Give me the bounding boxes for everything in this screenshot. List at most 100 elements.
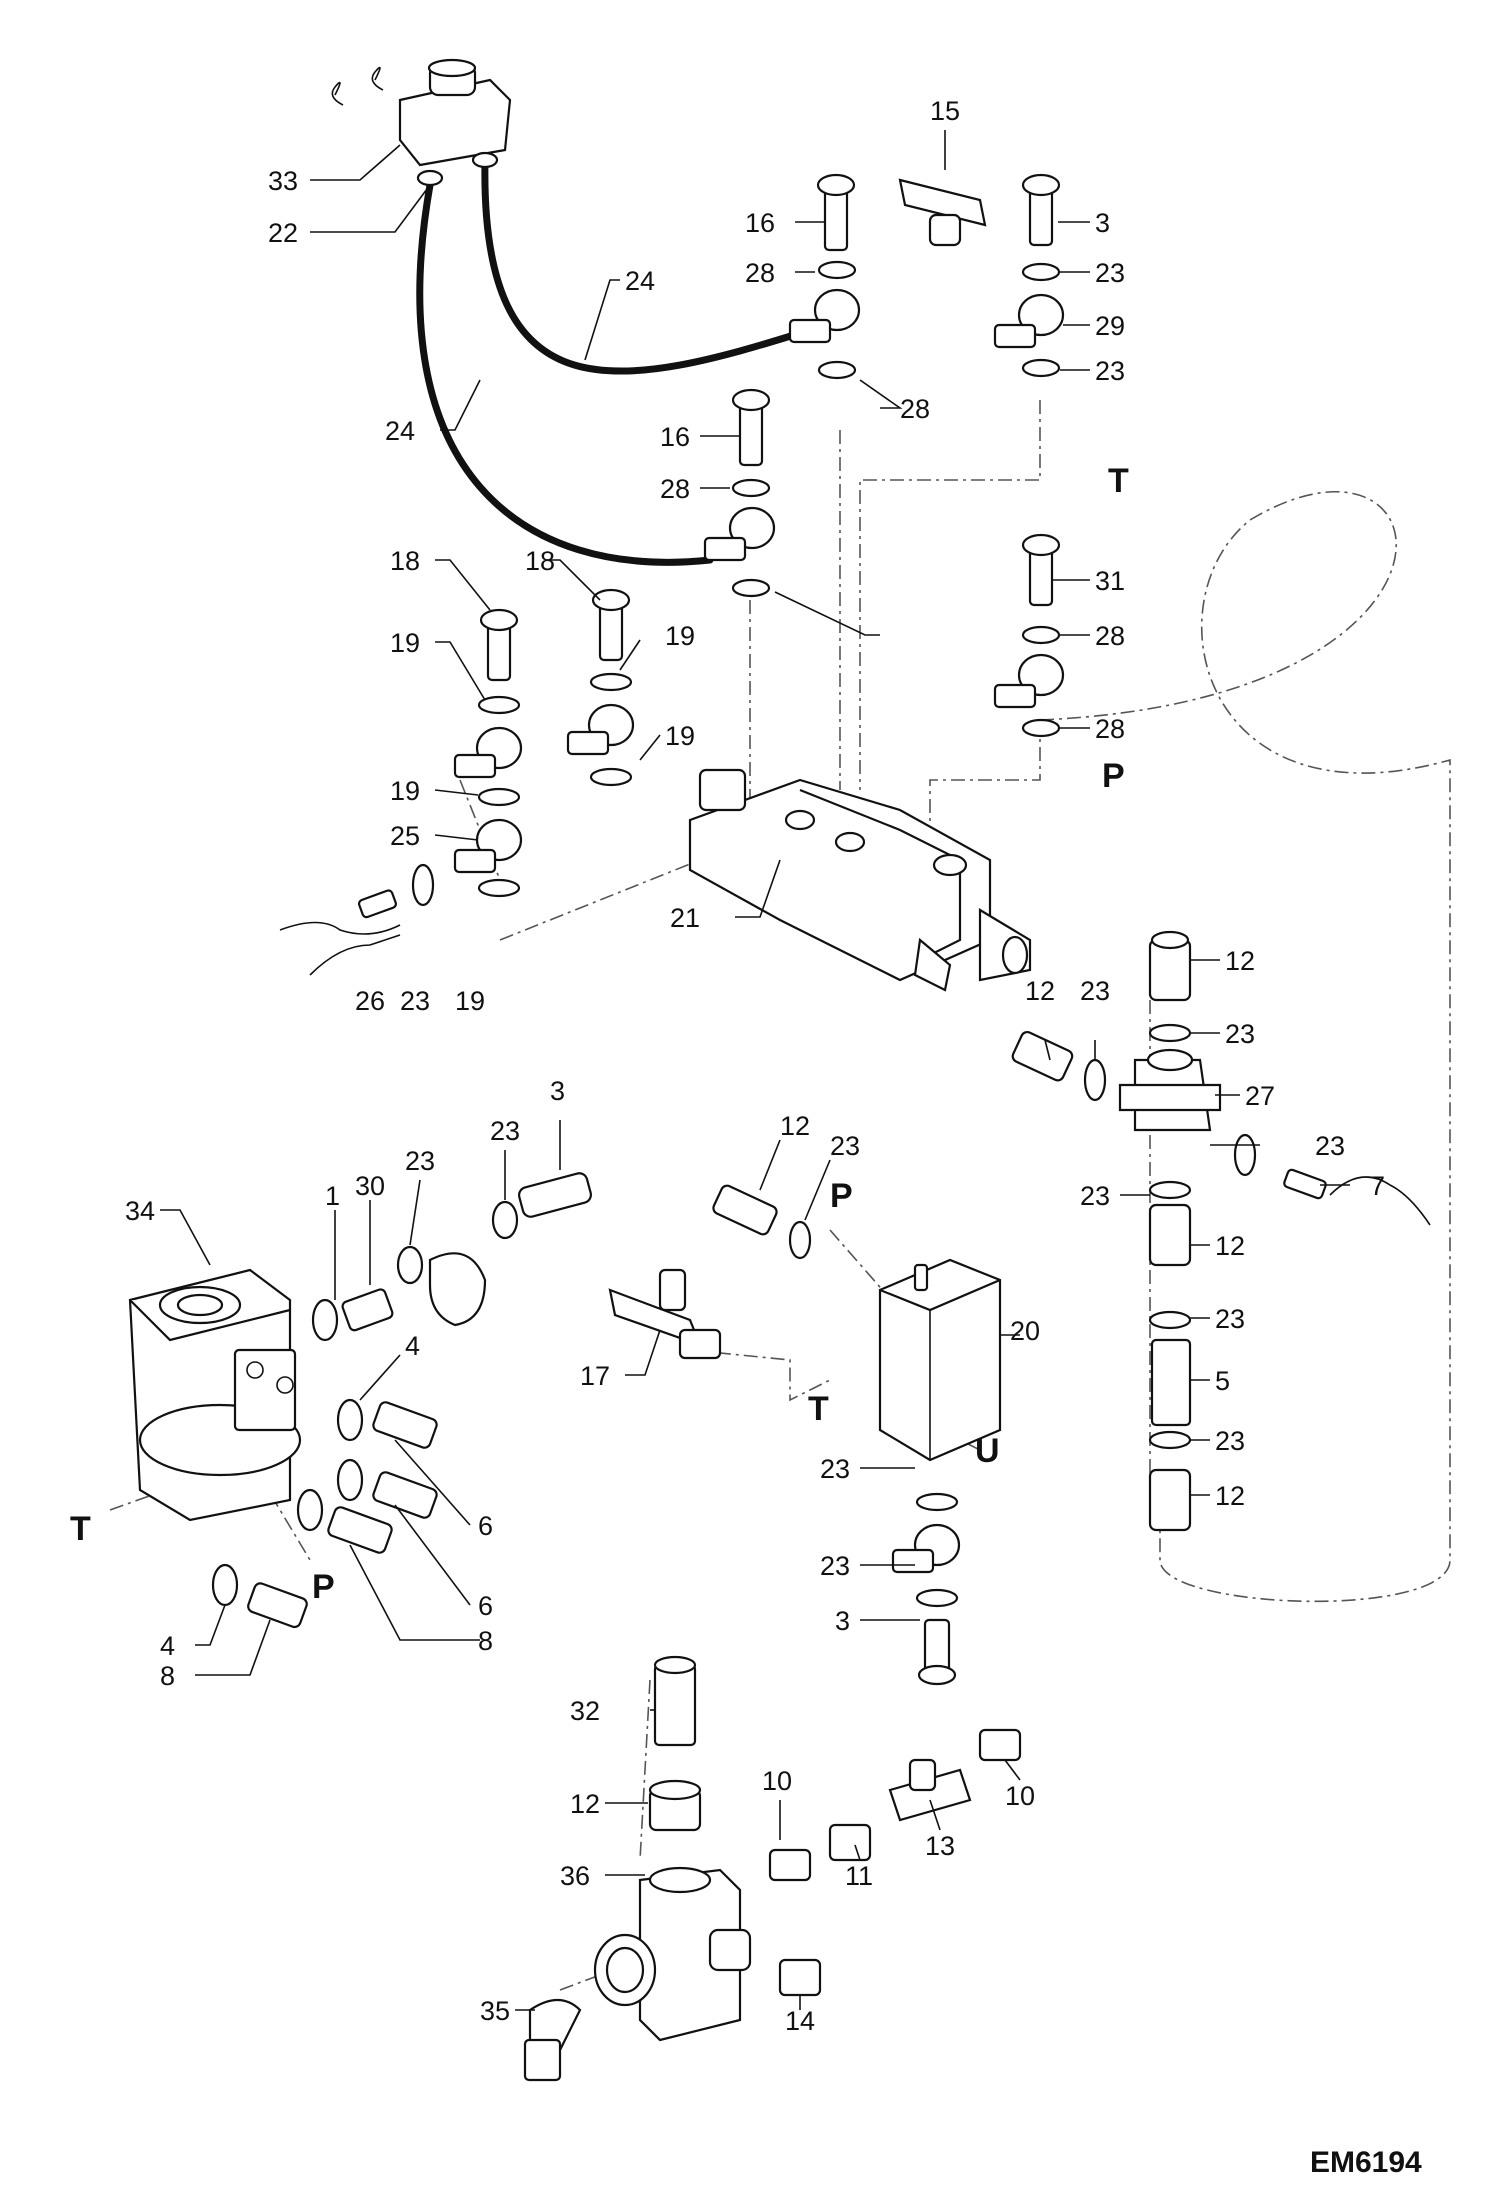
callout-20: 20 <box>1010 1316 1040 1346</box>
callout-7: 7 <box>1370 1171 1385 1201</box>
port-label-u-mid: U <box>975 1432 1000 1470</box>
callout-30: 30 <box>355 1171 385 1201</box>
solenoid-valve-20 <box>878 1258 1002 1462</box>
callout-23j: 23 <box>405 1146 435 1176</box>
callout-12d: 12 <box>1215 1481 1245 1511</box>
callout-19d: 19 <box>665 621 695 651</box>
callout-10b: 10 <box>1005 1781 1035 1811</box>
sensor-26 <box>279 863 435 976</box>
callout-12f: 12 <box>570 1789 600 1819</box>
callout-3a: 3 <box>1095 208 1110 238</box>
callout-25: 25 <box>390 821 420 851</box>
callout-28c: 28 <box>900 394 930 424</box>
callout-15: 15 <box>930 96 960 126</box>
reservoir-33 <box>331 58 512 187</box>
callout-27: 27 <box>1245 1081 1275 1111</box>
callout-23f: 23 <box>1315 1131 1345 1161</box>
callout-4b: 4 <box>160 1631 175 1661</box>
callout-labels: 33 22 24 24 16 28 16 28 28 15 3 23 29 23… <box>125 96 1385 2036</box>
lower-assembly <box>523 1655 1022 2082</box>
callout-32: 32 <box>570 1696 600 1726</box>
banjo-stack-16-28-lower <box>703 388 776 598</box>
callout-13: 13 <box>925 1831 955 1861</box>
callout-23c: 23 <box>400 986 430 1016</box>
callout-23h: 23 <box>1215 1304 1245 1334</box>
callout-33: 33 <box>268 166 298 196</box>
port-label-t-upper: T <box>1108 462 1129 500</box>
callout-19b: 19 <box>390 776 420 806</box>
port-label-t-mid: T <box>808 1390 829 1428</box>
callout-28b: 28 <box>660 474 690 504</box>
tee-fitting-17 <box>608 1268 722 1360</box>
banjo-stack-18-19-left <box>453 608 523 898</box>
callout-5: 5 <box>1215 1366 1230 1396</box>
callout-28e: 28 <box>1095 714 1125 744</box>
callout-24a: 24 <box>625 266 655 296</box>
steering-fittings <box>211 1172 592 1629</box>
drawing-code: EM6194 <box>1310 2146 1422 2179</box>
callout-12e: 12 <box>780 1111 810 1141</box>
callout-12a: 12 <box>1225 946 1255 976</box>
callout-17: 17 <box>580 1361 610 1391</box>
right-fitting-stack <box>1118 930 1222 1532</box>
callout-3c: 3 <box>835 1606 850 1636</box>
callout-1: 1 <box>325 1181 340 1211</box>
port-label-t-left: T <box>70 1510 91 1548</box>
callout-8a: 8 <box>478 1626 493 1656</box>
callout-19a: 19 <box>390 628 420 658</box>
callout-36: 36 <box>560 1861 590 1891</box>
callout-8b: 8 <box>160 1661 175 1691</box>
callout-28d: 28 <box>1095 621 1125 651</box>
callout-4a: 4 <box>405 1331 420 1361</box>
callout-3b: 3 <box>550 1076 565 1106</box>
leader-lines <box>160 130 1350 2011</box>
tee-fitting-15 <box>898 178 987 247</box>
hose-24-lower <box>416 181 714 566</box>
callout-12b: 12 <box>1025 976 1055 1006</box>
callout-34: 34 <box>125 1196 155 1226</box>
port-label-p-mid: P <box>830 1177 853 1215</box>
callout-31: 31 <box>1095 566 1125 596</box>
fitting-12-23-solenoid <box>712 1184 812 1260</box>
banjo-stack-23-3-solenoid <box>891 1492 961 1686</box>
banjo-stack-3-23-29 <box>993 173 1065 378</box>
callout-16b: 16 <box>660 422 690 452</box>
banjo-stack-16-28-upper <box>788 173 861 380</box>
callout-24b: 24 <box>385 416 415 446</box>
callout-23n: 23 <box>820 1551 850 1581</box>
callout-23l: 23 <box>830 1131 860 1161</box>
callout-6a: 6 <box>478 1511 493 1541</box>
port-label-p-upper: P <box>1102 757 1125 795</box>
callout-26: 26 <box>355 986 385 1016</box>
callout-19e: 19 <box>665 721 695 751</box>
callout-16a: 16 <box>745 208 775 238</box>
routing-lines <box>109 400 1451 1991</box>
callout-29: 29 <box>1095 311 1125 341</box>
callout-28a: 28 <box>745 258 775 288</box>
banjo-stack-31-28 <box>993 533 1065 738</box>
callout-23a: 23 <box>1095 258 1125 288</box>
callout-10a: 10 <box>762 1766 792 1796</box>
callout-21: 21 <box>670 903 700 933</box>
fitting-12-23-left-of-27 <box>1011 1030 1107 1102</box>
callout-35: 35 <box>480 1996 510 2026</box>
callout-22: 22 <box>268 218 298 248</box>
port-labels: T P P T U T P <box>70 462 1129 1606</box>
hoses <box>416 156 814 566</box>
callout-18a: 18 <box>390 546 420 576</box>
steering-unit-34 <box>128 1268 302 1522</box>
callout-18b: 18 <box>525 546 555 576</box>
valve-block-21 <box>688 768 1032 992</box>
callout-19c: 19 <box>455 986 485 1016</box>
callout-23m: 23 <box>820 1454 850 1484</box>
callout-23b: 23 <box>1095 356 1125 386</box>
callout-23k: 23 <box>490 1116 520 1146</box>
callout-23d: 23 <box>1225 1019 1255 1049</box>
banjo-stack-18-19-mid <box>566 588 635 787</box>
callout-23e: 23 <box>1080 976 1110 1006</box>
hose-24-upper <box>481 156 814 375</box>
callout-23g: 23 <box>1080 1181 1110 1211</box>
callout-14: 14 <box>785 2006 815 2036</box>
port-label-p-left: P <box>312 1568 335 1606</box>
